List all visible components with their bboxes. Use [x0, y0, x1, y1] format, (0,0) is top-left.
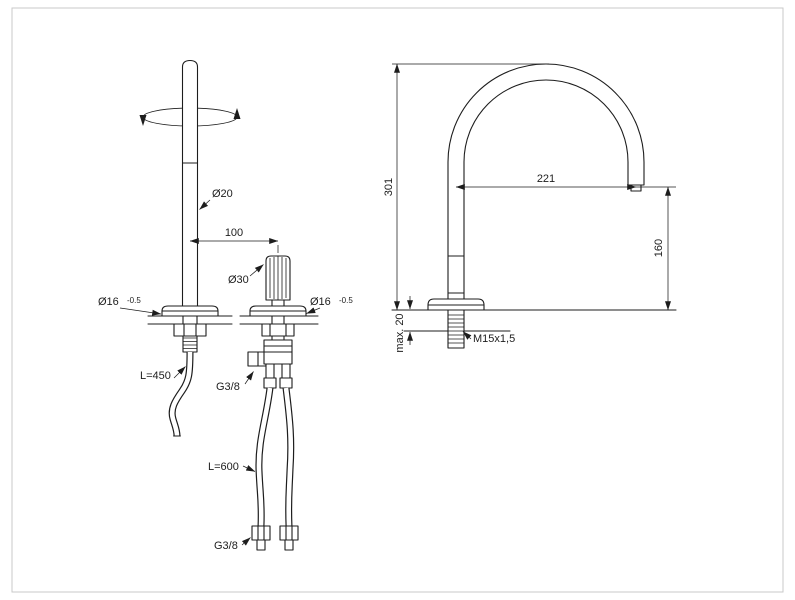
hose-nut-left	[251, 525, 271, 541]
rotation-arrow-left	[139, 115, 147, 126]
spout-hose	[168, 351, 194, 437]
front-view-dimensions: Ø20 100 Ø30 Ø16 -0.5 Ø16 -0.5 L=450 G3/8	[98, 188, 353, 552]
hose-nut-right	[279, 525, 299, 541]
side-view: 301 221 160 max. 20 M15x1,5	[383, 63, 677, 353]
spout-reach-label: 221	[537, 173, 555, 185]
left-hole-tolerance-label: -0.5	[127, 296, 141, 305]
drawing-border	[11, 7, 784, 593]
valve-mount	[239, 305, 319, 389]
rotation-arrow-right	[233, 108, 241, 119]
handle-diameter-label: Ø30	[228, 274, 249, 286]
spout-diameter-label: Ø20	[212, 188, 233, 200]
aerator-tip	[630, 184, 642, 192]
supply-connection-label: G3/8	[214, 540, 238, 552]
left-hole-diameter-label: Ø16	[98, 296, 119, 308]
valve-connection-label: G3/8	[216, 381, 240, 393]
spout-mount	[147, 305, 233, 353]
side-view-dimensions: 301 221 160 max. 20 M15x1,5	[383, 63, 676, 353]
side-mount	[391, 298, 677, 349]
front-view: Ø20 100 Ø30 Ø16 -0.5 Ø16 -0.5 L=450 G3/8	[98, 59, 353, 552]
spout-hose-length-label: L=450	[140, 370, 171, 382]
outlet-height-label: 160	[653, 239, 665, 257]
center-distance-label: 100	[225, 227, 243, 239]
supply-hose-length-label: L=600	[208, 461, 239, 473]
supply-hoses	[251, 387, 299, 551]
right-hole-diameter-label: Ø16	[310, 296, 331, 308]
threaded-shank	[447, 309, 465, 349]
overall-height-label: 301	[383, 178, 395, 196]
shank-thread-label: M15x1,5	[473, 333, 515, 345]
side-connection-nipple	[247, 351, 267, 367]
spout-tube	[181, 59, 199, 311]
max-deck-thickness-label: max. 20	[394, 313, 406, 352]
right-hole-tolerance-label: -0.5	[339, 296, 353, 305]
